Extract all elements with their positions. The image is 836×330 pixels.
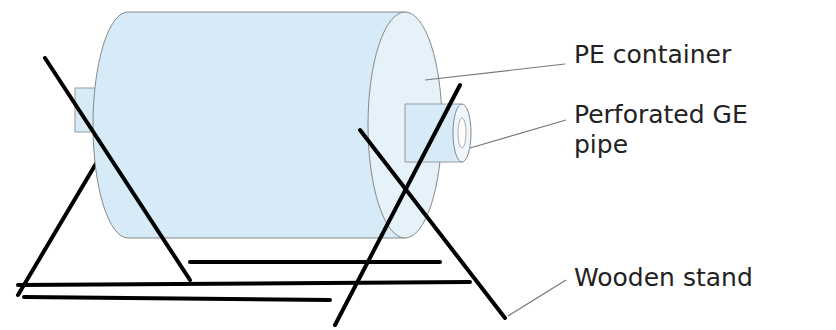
part-label: PE container <box>574 40 814 70</box>
wooden-stand-front <box>45 58 505 325</box>
leader-lines <box>425 64 566 316</box>
pe-container <box>75 12 471 238</box>
part-label: Perforated GE pipe <box>574 100 789 160</box>
part-label: Wooden stand <box>574 263 814 293</box>
